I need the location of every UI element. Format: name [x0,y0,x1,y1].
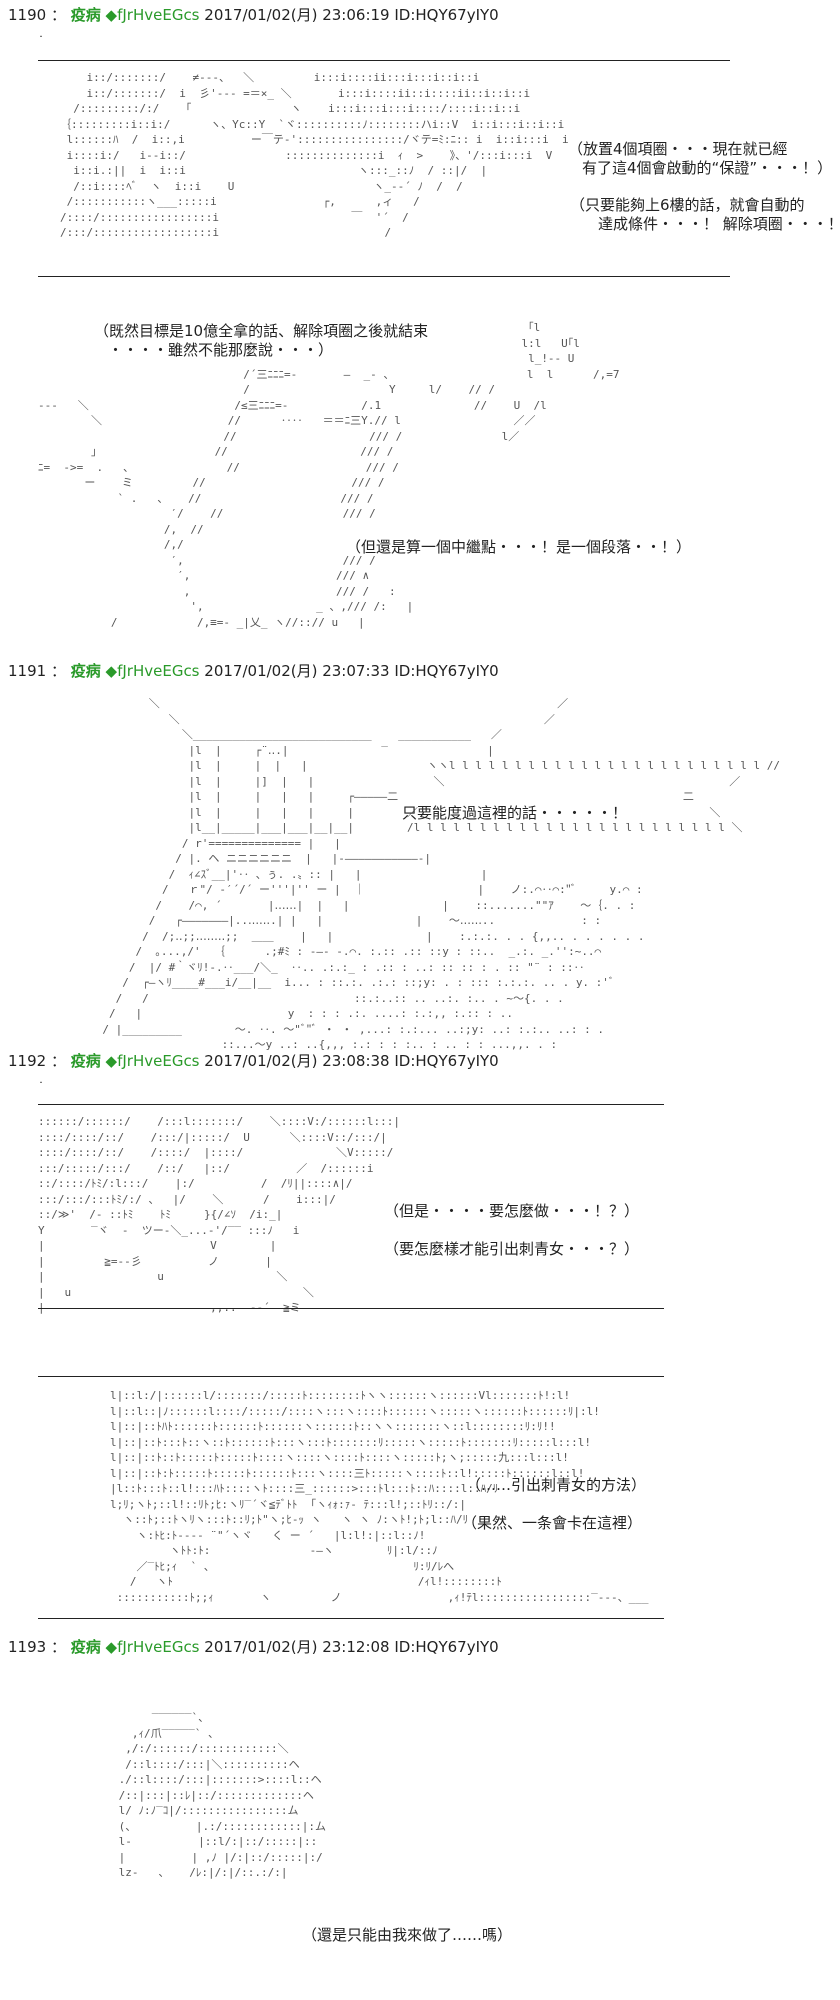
ascii-art-building: ＼ ／ ＼ ／ ＼___________________________ ___… [102,697,780,1051]
post-header: 1191 ： 疫病 ◆fJrHveEGcs 2017/01/02(月) 23:0… [8,662,499,680]
post-number: 1193 [8,1638,47,1656]
ascii-art-character: i::/:::::::/ ≠-‐-、 ＼ i:::i::::ii:::i:::i… [60,71,569,239]
post-number: 1190 [8,6,47,24]
post-timestamp: 2017/01/02(月) 23:12:08 ID:HQY67yIY0 [204,1638,499,1656]
ascii-art-character: l|::l:/|::::::l/:::::::/:::::ﾄ::::::::ﾄヽ… [110,1389,649,1604]
dialog-bubble: （但還是算一個中繼點・・・！是一個段落・・！） [346,538,692,556]
frame-bottom-border [38,1618,664,1619]
ascii-art-speed-lines: ｢l l:l U｢l l_!‐‐ U / [38,321,620,629]
poster-trip: ◆fJrHveEGcs [105,1638,200,1656]
poster-name[interactable]: 疫病 [70,1052,101,1070]
frame-bottom-border [38,276,730,277]
frame-top-border [38,60,730,61]
dialog-bubble: （只要能夠上6樓的話，就會自動的 達成條件・・・！ 解除項圈・・・！） [570,196,840,233]
post-header: 1193 ： 疫病 ◆fJrHveEGcs 2017/01/02(月) 23:1… [8,1638,499,1656]
dialog-bubble: （放置4個項圈・・・現在就已經 有了這4個會啟動的“保證”・・・！） [568,140,833,177]
dialog-bubble: （但是・・・・要怎麼做・・・！？） [384,1202,640,1220]
post-timestamp: 2017/01/02(月) 23:07:33 ID:HQY67yIY0 [204,662,499,680]
dialog-bubble: （果然、一条會卡在這裡） [462,1514,643,1532]
post-number: 1192 [8,1052,47,1070]
post-timestamp: 2017/01/02(月) 23:06:19 ID:HQY67yIY0 [204,6,499,24]
poster-name[interactable]: 疫病 [70,6,101,24]
ascii-art-character: ‾‾‾‾‾‾`、 ,ｨ/爪‾‾‾‾‾` 、 ,/:/::::::/:::::::… [118,1711,327,1879]
dialog-bubble: （既然目標是10億全拿的話、解除項圈之後就結束 ・・・・雖然不能那麼說・・・） [94,322,429,359]
frame-bottom-border [38,1308,664,1309]
poster-name[interactable]: 疫病 [70,1638,101,1656]
dialog-bubble: 只要能度過這裡的話・・・・・！ [402,804,628,822]
poster-trip: ◆fJrHveEGcs [105,6,200,24]
aa-mark: ˙ [38,1080,44,1094]
post-header: 1190 ： 疫病 ◆fJrHveEGcs 2017/01/02(月) 23:0… [8,6,499,24]
poster-name[interactable]: 疫病 [70,662,101,680]
post-number: 1191 [8,662,47,680]
poster-trip: ◆fJrHveEGcs [105,1052,200,1070]
post-header: 1192 ： 疫病 ◆fJrHveEGcs 2017/01/02(月) 23:0… [8,1052,499,1070]
aa-mark: ˙ [38,34,44,48]
dialog-bubble: （還是只能由我來做了……嗎） [302,1926,513,1944]
frame-top-border [38,1376,664,1377]
dialog-bubble: （……引出刺青女的方法） [466,1476,647,1494]
post-timestamp: 2017/01/02(月) 23:08:38 ID:HQY67yIY0 [204,1052,499,1070]
frame-top-border [38,1104,664,1105]
dialog-bubble: （要怎麼樣才能引出刺青女・・・？） [384,1240,640,1258]
ascii-art-character: ::::::/::::::/ /:::l:::::::/ ＼::::V:/:::… [38,1115,400,1314]
poster-trip: ◆fJrHveEGcs [105,662,200,680]
